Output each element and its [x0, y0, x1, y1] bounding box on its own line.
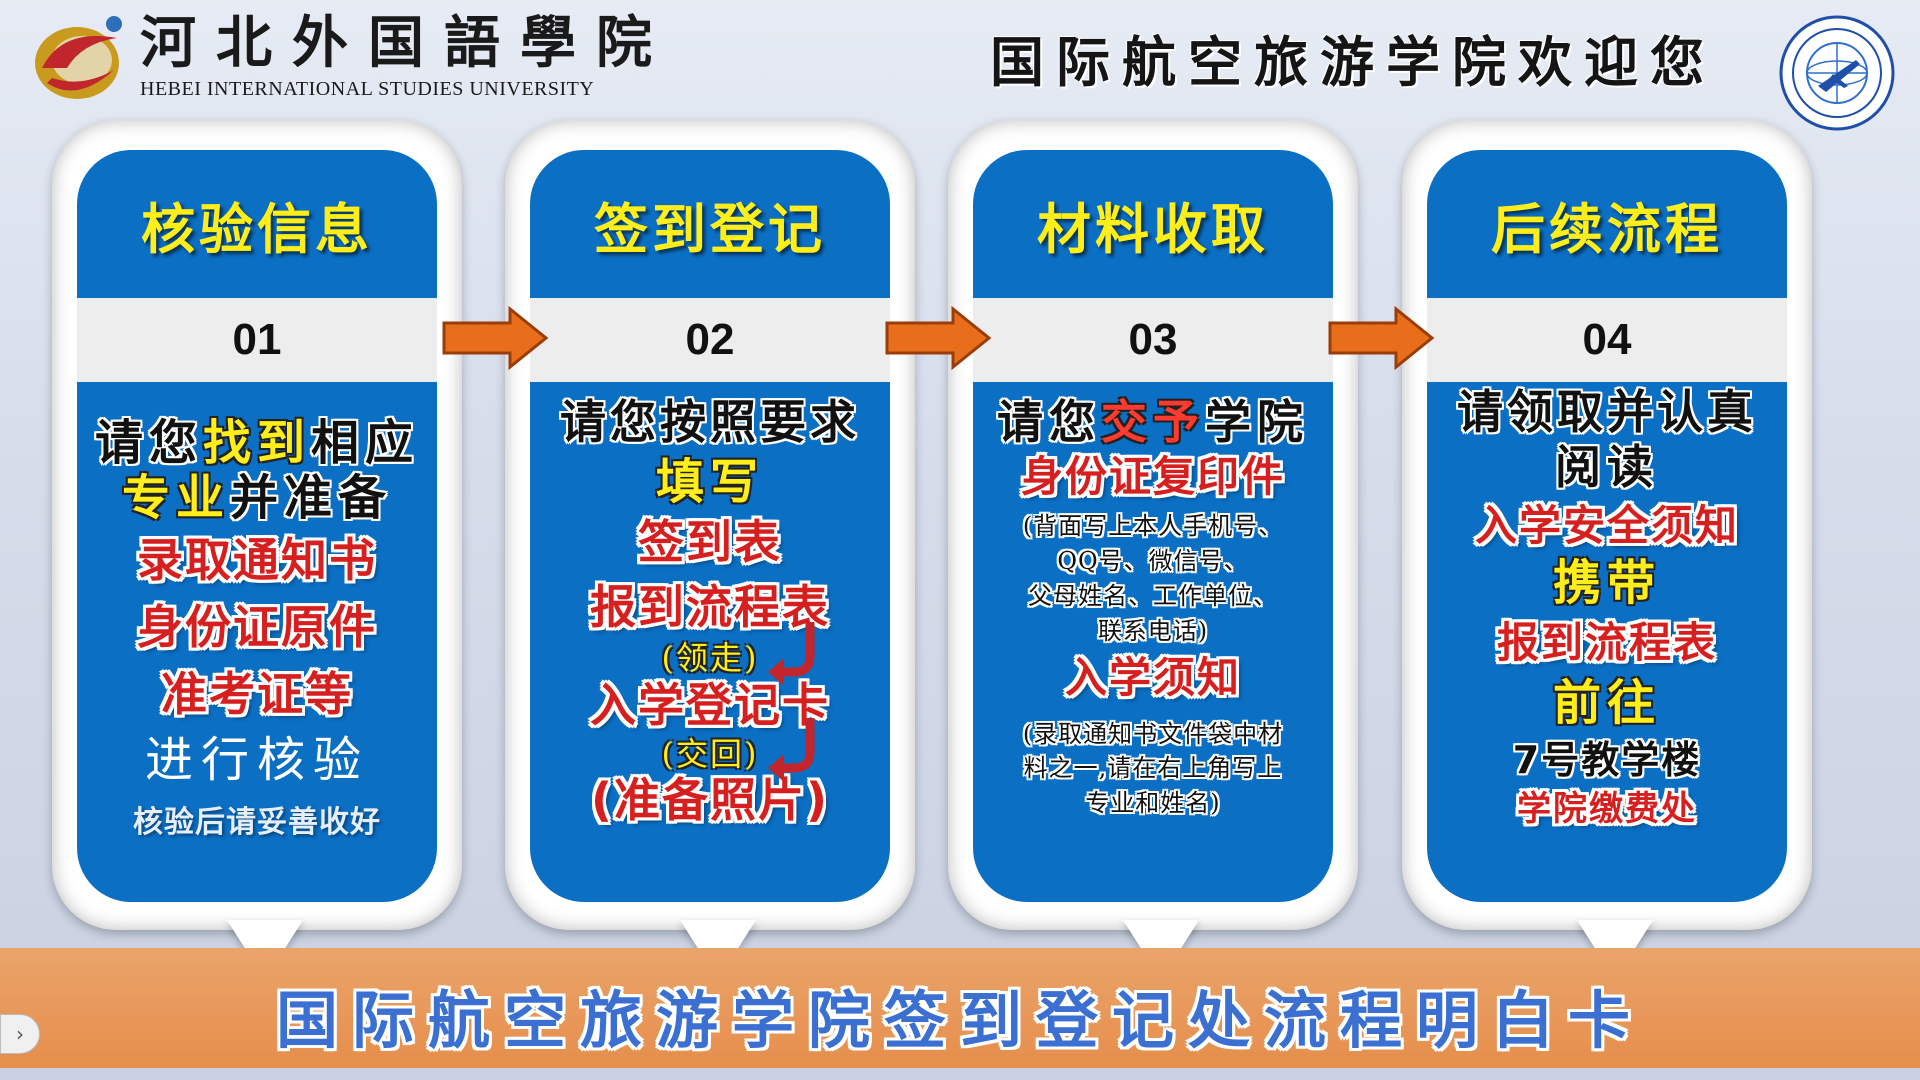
card-line: 录取通知书 — [137, 533, 377, 588]
text-fragment: 请您 — [997, 395, 1101, 449]
card-line: (交回) — [661, 717, 815, 782]
card-footnote: 核验后请妥善收好 — [133, 805, 381, 841]
card-line: 专业和姓名) — [1085, 789, 1221, 818]
card-title: 材料收取 — [1037, 197, 1269, 261]
card-number-band: 01 — [77, 298, 437, 382]
card-line: 入学须知 — [1064, 653, 1241, 703]
card-number-band: 02 — [530, 298, 890, 382]
card-line: 入学安全须知 — [1474, 500, 1739, 550]
card-line: 报到流程表 — [590, 579, 830, 634]
card-line: 7号教学楼 — [1512, 737, 1702, 782]
card-line: 进行核验 — [144, 732, 369, 789]
card-number: 03 — [1128, 315, 1178, 364]
text-highlight: 找到 — [202, 415, 311, 471]
text-note: (领走) — [661, 638, 759, 677]
card-line: 请您交予学院 — [997, 396, 1309, 449]
step-card-3: 材料收取 03 请您交予学院 身份证复印件 (背面写上本人手机号、 QQ号、微信… — [948, 120, 1358, 980]
curved-arrow-icon — [768, 717, 815, 782]
next-step-arrow-icon — [885, 305, 992, 371]
card-title: 核验信息 — [141, 197, 373, 261]
card-line: 请您按照要求 — [560, 395, 860, 449]
card-line: 学院缴费处 — [1517, 789, 1697, 830]
card-line: 入学登记卡 — [590, 677, 830, 732]
card-line: 请领取并认真 — [1457, 385, 1757, 439]
text-fragment: 学院 — [1205, 395, 1309, 449]
card-number: 04 — [1582, 315, 1632, 364]
text-fragment: 并准备 — [230, 470, 393, 527]
card-line: (准备照片) — [590, 773, 830, 828]
card-line: 料之一,请在右上角写上 — [1023, 754, 1283, 783]
step-card-2: 签到登记 02 请您按照要求 填写 签到表 报到流程表 (领走) 入学登记卡 (… — [505, 120, 915, 980]
card-number-band: 04 — [1427, 298, 1787, 382]
text-fragment: 相应 — [311, 415, 420, 471]
card-number-band: 03 — [973, 298, 1333, 382]
text-note: (交回) — [661, 734, 759, 773]
slide-nav-button[interactable]: › — [0, 1014, 40, 1054]
card-body: 请您按照要求 填写 签到表 报到流程表 (领走) 入学登记卡 (交回) (准备照… — [530, 382, 890, 902]
card-number: 01 — [232, 315, 282, 364]
card-line: 携带 — [1552, 555, 1661, 612]
text-fragment: 请您 — [94, 415, 203, 471]
card-number: 02 — [685, 315, 735, 364]
card-body: 请您找到相应 专业并准备 录取通知书 身份证原件 准考证等 进行核验 核验后请妥… — [77, 382, 437, 902]
card-line: (录取通知书文件袋中材 — [1022, 719, 1284, 748]
bottom-banner — [0, 948, 1920, 1068]
step-card-1: 核验信息 01 请您找到相应 专业并准备 录取通知书 身份证原件 准考证等 进行… — [52, 120, 462, 980]
step-card-4: 后续流程 04 请领取并认真 阅读 入学安全须知 携带 报到流程表 前往 7号教… — [1402, 120, 1812, 980]
card-line: 联系电话) — [1097, 616, 1209, 645]
next-step-arrow-icon — [442, 305, 549, 371]
school-of-aviation-seal-icon — [1779, 15, 1895, 131]
text-highlight: 专业 — [121, 470, 230, 527]
card-line: 填写 — [655, 453, 764, 510]
card-line: 准考证等 — [161, 667, 353, 722]
card-line: 身份证原件 — [137, 600, 377, 655]
card-title: 后续流程 — [1491, 197, 1723, 261]
card-line: 报到流程表 — [1496, 618, 1717, 668]
card-body: 请您交予学院 身份证复印件 (背面写上本人手机号、 QQ号、微信号、 父母姓名、… — [973, 382, 1333, 902]
card-line: (领走) — [661, 621, 815, 686]
card-line: 前往 — [1552, 674, 1661, 731]
card-line: 专业并准备 — [122, 471, 392, 526]
university-name-cn: 河北外国語學院 — [140, 10, 672, 76]
card-body: 请领取并认真 阅读 入学安全须知 携带 报到流程表 前往 7号教学楼 学院缴费处 — [1427, 382, 1787, 902]
card-line: (背面写上本人手机号、 — [1022, 512, 1284, 541]
curved-arrow-icon — [768, 621, 815, 686]
chevron-right-icon: › — [16, 1022, 24, 1046]
card-line: 请您找到相应 — [94, 415, 420, 471]
card-line: 签到表 — [638, 515, 782, 570]
card-header: 核验信息 — [77, 150, 437, 298]
card-line: QQ号、微信号、 — [1057, 546, 1249, 575]
university-name-en: HEBEI INTERNATIONAL STUDIES UNIVERSITY — [140, 78, 595, 100]
card-title: 签到登记 — [594, 197, 826, 261]
welcome-heading: 国际航空旅游学院欢迎您 — [990, 30, 1716, 94]
next-step-arrow-icon — [1328, 305, 1435, 371]
card-header: 签到登记 — [530, 150, 890, 298]
card-header: 材料收取 — [973, 150, 1333, 298]
card-line: 身份证复印件 — [1020, 451, 1285, 501]
text-highlight: 交予 — [1101, 395, 1205, 449]
university-logo-icon — [35, 16, 122, 99]
banner-title: 国际航空旅游学院签到登记处流程明白卡 — [275, 984, 1644, 1057]
card-line: 父母姓名、工作单位、 — [1028, 581, 1278, 610]
card-line: 阅读 — [1555, 439, 1659, 494]
card-header: 后续流程 — [1427, 150, 1787, 298]
